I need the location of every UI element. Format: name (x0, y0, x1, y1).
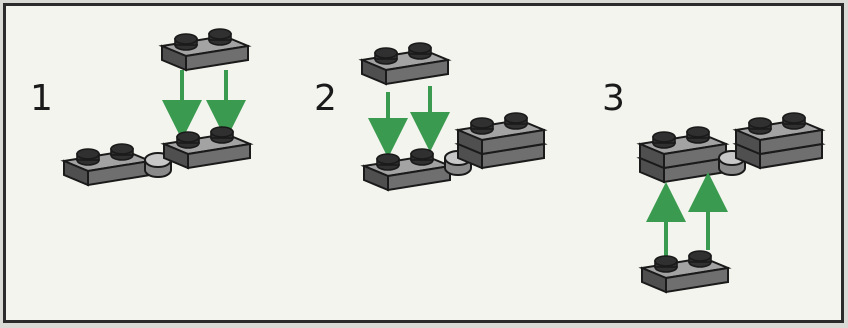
step-1-illustration (63, 28, 251, 186)
lego-plate-left (63, 143, 151, 186)
lego-plate-bottom (641, 250, 729, 293)
assembly-diagram (63, 28, 823, 293)
lego-plate-top (161, 28, 249, 71)
step-3-illustration (639, 112, 823, 293)
step-3-number: 3 (602, 78, 625, 119)
step-1-number: 1 (30, 78, 53, 119)
step-2-number: 2 (314, 78, 337, 119)
lego-plate-right (163, 126, 251, 169)
lego-plate-top (361, 42, 449, 85)
lego-plate-left (363, 148, 451, 191)
step-2-illustration (361, 42, 545, 191)
instruction-panel: 1 2 3 (3, 3, 844, 323)
